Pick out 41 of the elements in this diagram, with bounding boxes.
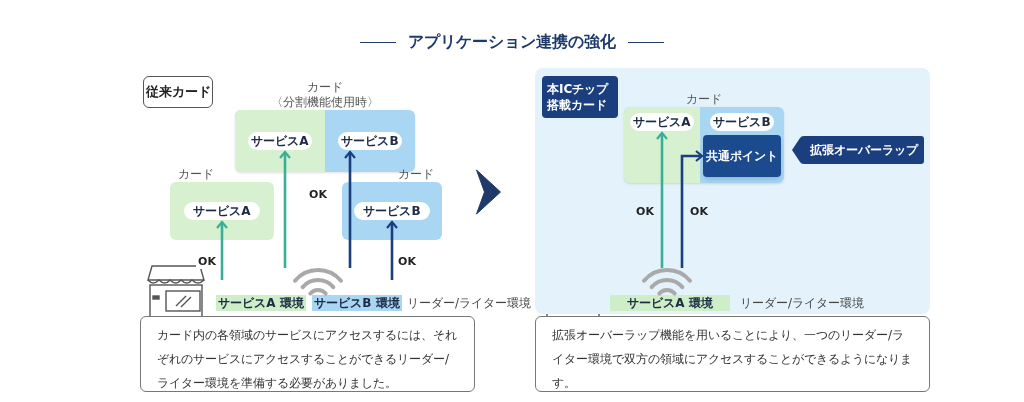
environment-label: サービスA 環境 — [218, 297, 304, 309]
common-point-label: 共通ポイント — [706, 148, 778, 164]
overlap-label: 拡張オーバーラップ — [810, 142, 918, 159]
card-type-label: 従来カード — [145, 83, 211, 102]
description-text: カード内の各領域のサービスにアクセスするには、それぞれのサービスにアクセスすることができるリーダー/ライター環境を準備する必要がありました。 — [157, 328, 457, 390]
card-type-box — [143, 76, 213, 108]
arrow — [680, 149, 704, 268]
reader-writer-label: リーダー/ライター環境 — [407, 295, 532, 311]
edge-label: OK — [196, 255, 218, 269]
service-pill — [354, 202, 430, 220]
card-type-box — [542, 76, 618, 118]
service-label: サービスA — [251, 135, 309, 147]
environment-label: サービスB 環境 — [314, 297, 400, 309]
service-pill — [184, 202, 260, 220]
arrow — [215, 220, 229, 280]
service-label: サービスB — [341, 135, 399, 147]
description-text: 拡張オーバーラップ機能を用いることにより、一つのリーダー/ライター環境で双方の領域にアクセスすることができるようになります。 — [552, 328, 912, 390]
chevron-arrow — [476, 169, 501, 215]
card-type-label: 本ICチップ搭載カード — [547, 81, 610, 113]
arrow — [655, 131, 669, 268]
common-point-box — [703, 135, 781, 177]
arrow — [278, 150, 292, 268]
panel-background — [535, 68, 930, 314]
service-label: サービスB — [713, 116, 771, 128]
description-box — [140, 316, 475, 392]
arrow — [343, 150, 357, 268]
service-label: サービスA — [193, 205, 251, 217]
service-label: サービスA — [633, 116, 691, 128]
title: アプリケーション連携の強化 — [408, 31, 616, 53]
card-heading: カード — [686, 92, 722, 107]
card-heading: 〈分割機能使用時〉 — [271, 95, 379, 110]
arrow — [385, 220, 399, 280]
description-box — [535, 316, 930, 392]
service-label: サービスB — [363, 205, 421, 217]
reader-writer-label: リーダー/ライター環境 — [740, 295, 865, 311]
environment-bar — [610, 295, 730, 311]
card-heading: カード — [307, 80, 343, 95]
card-heading: カード — [398, 167, 434, 182]
environment-label: サービスA 環境 — [627, 297, 713, 309]
overlap-tag — [792, 136, 924, 164]
card-heading: カード — [178, 167, 214, 182]
